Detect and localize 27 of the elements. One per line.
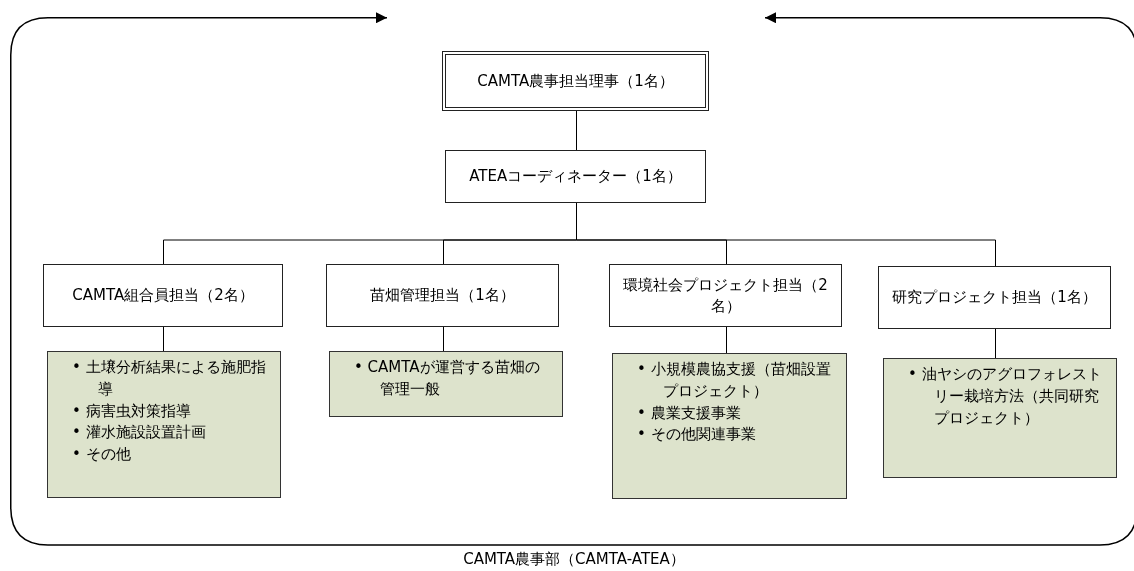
task-box [329, 351, 563, 417]
list-item: • 土壌分析結果による施肥指導 [71, 357, 267, 400]
list-item: • 農業支援事業 [636, 402, 742, 424]
role-box: CAMTA組合員担当（2名） [43, 264, 283, 327]
connector-line [163, 326, 164, 352]
task-box [612, 353, 847, 499]
coordinator-box: ATEAコーディネーター（1名） [445, 150, 706, 203]
role-box: 環境社会プロジェクト担当（2名） [609, 264, 842, 327]
connector-line [443, 326, 444, 352]
list-item: • 油ヤシのアグロフォレストリー栽培方法（共同研究プロジェクト） [907, 364, 1103, 429]
connector-line [576, 110, 577, 151]
department-label: CAMTA農事部（CAMTA-ATEA） [463, 550, 685, 569]
role-box: 苗畑管理担当（1名） [326, 264, 559, 327]
arrow [764, 12, 1101, 24]
list-item: • 病害虫対策指導 [71, 400, 192, 422]
list-item: • その他関連事業 [636, 424, 757, 446]
list-item: • 灌水施設設置計画 [71, 422, 207, 444]
list-item: • 小規模農協支援（苗畑設置プロジェクト） [636, 359, 832, 402]
list-item: • その他 [71, 444, 132, 465]
task-box [883, 358, 1117, 478]
connector-line [726, 326, 727, 354]
list-item: • CAMTAが運営する苗畑の管理一般 [353, 357, 541, 400]
arrow [47, 12, 388, 24]
director-box: CAMTA農事担当理事（1名） [442, 51, 709, 111]
connector-line [995, 328, 996, 359]
task-box [47, 351, 281, 498]
role-box: 研究プロジェクト担当（1名） [878, 266, 1111, 329]
